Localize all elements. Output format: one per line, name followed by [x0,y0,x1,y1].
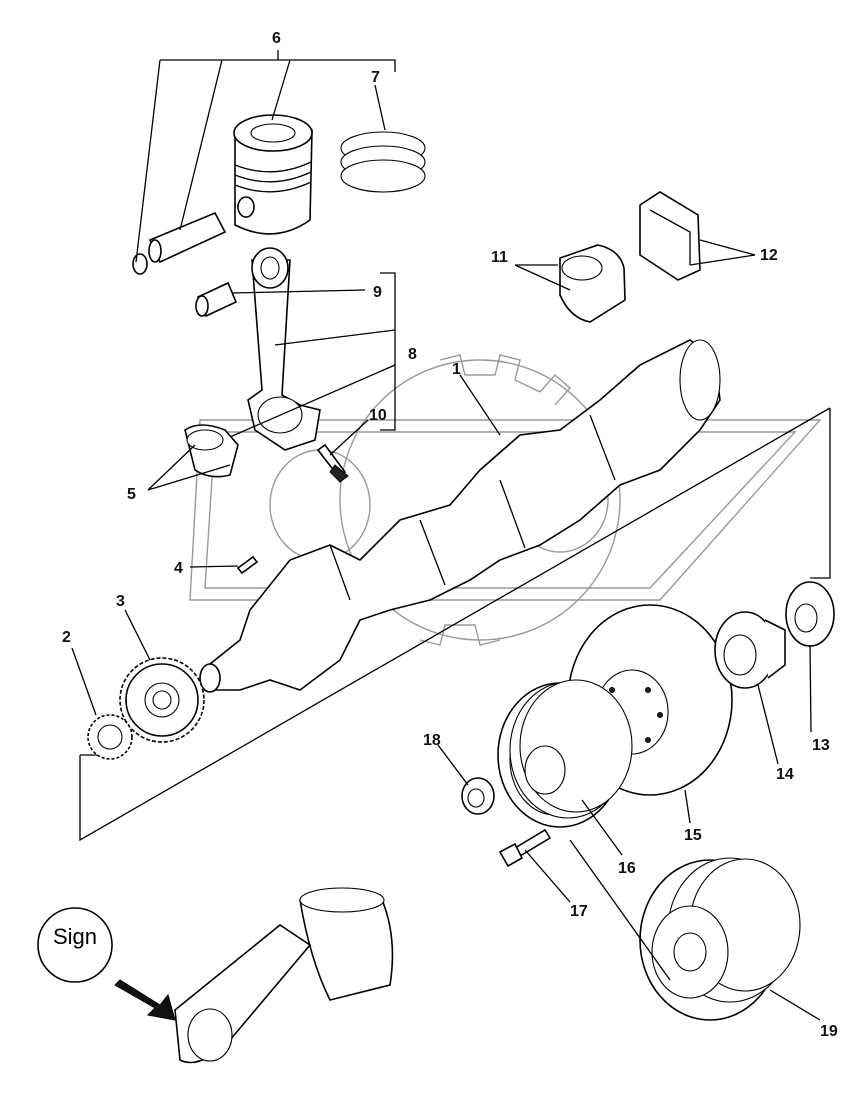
key [236,555,259,575]
callout-3: 3 [116,593,125,610]
small-end-bushing [195,281,238,318]
piston [233,114,313,235]
crankshaft [199,339,721,693]
conrod-bearing [184,424,239,478]
connecting-rod [247,247,321,451]
callout-14: 14 [776,766,794,783]
callout-6: 6 [272,30,281,47]
alternative-pulley [639,857,801,1021]
sign-circle [37,907,113,983]
callout-10: 10 [369,407,387,424]
thrust-washers [639,191,701,281]
callout-19: 19 [820,1023,838,1040]
main-bearing [559,244,626,323]
assembly-lines [79,59,831,842]
inset-piston-assembly [174,887,394,1064]
callout-8: 8 [408,346,417,363]
circlip [132,253,148,275]
callouts: 1 2 3 4 5 6 7 8 9 10 11 12 13 14 15 16 1… [53,30,838,1040]
crank-gear [119,657,205,743]
callout-11: 11 [491,249,508,266]
callout-17: 17 [570,903,588,920]
callout-9: 9 [373,284,382,301]
callout-2: 2 [62,629,71,646]
callout-12: 12 [760,247,778,264]
callout-7: 7 [371,69,380,86]
pulley-bolt [498,828,552,868]
piston-rings [340,131,426,193]
spacer-ring [785,581,835,647]
piston-pin [148,211,227,264]
callout-5: 5 [127,486,136,503]
sign-label: Sign [53,924,97,949]
callout-15: 15 [684,827,702,844]
pulley [497,679,633,828]
conrod-bolt [316,443,349,483]
callout-16: 16 [618,860,636,877]
arrow-icon [114,979,176,1021]
callout-18: 18 [423,732,441,749]
callout-4: 4 [174,560,183,577]
callout-1: 1 [452,361,461,378]
callout-13: 13 [812,737,830,754]
small-gear [87,714,133,760]
crank-hub [714,611,786,689]
leader-lines [71,50,821,1021]
castle-nut [461,777,495,815]
